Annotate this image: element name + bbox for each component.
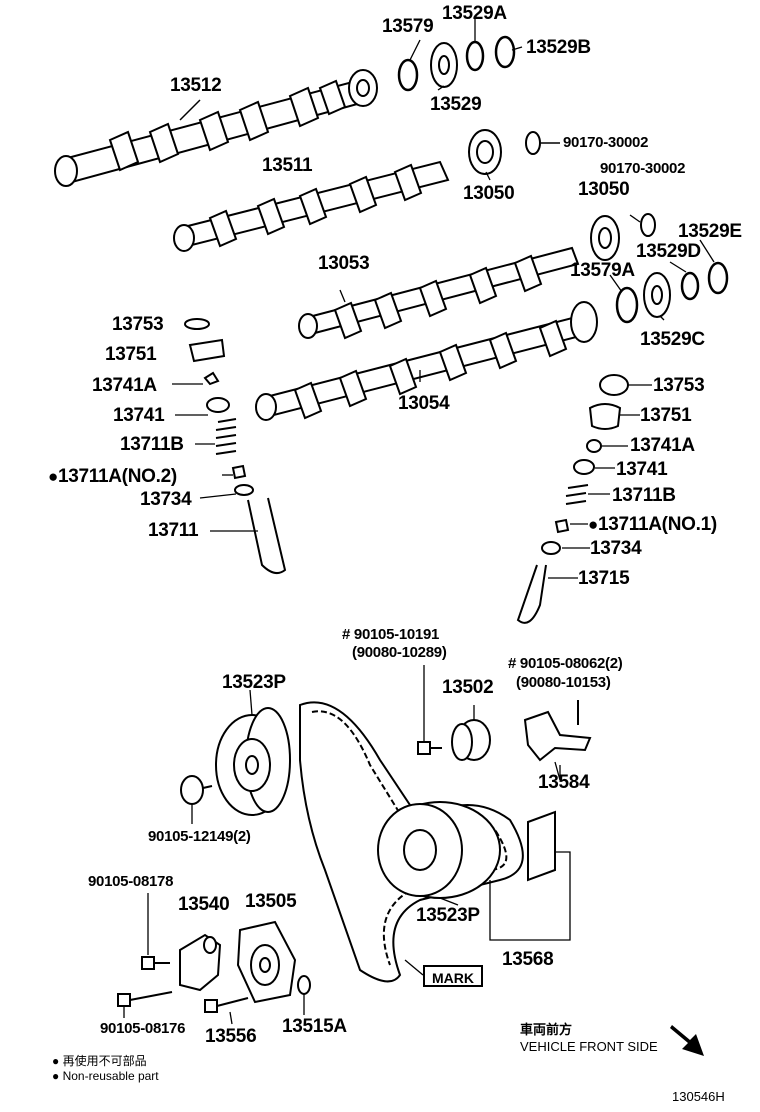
gear-13050-upper bbox=[468, 129, 502, 175]
snap-ring-13529B bbox=[494, 35, 516, 69]
label-90105-08178: 90105-08178 bbox=[88, 873, 174, 890]
figure-id: 130546H bbox=[672, 1089, 725, 1104]
pulley-13523P-lower bbox=[377, 801, 501, 899]
leader-lines-misc bbox=[249, 18, 715, 906]
label-13741A-left: 13741A bbox=[92, 375, 157, 396]
bracket-13540 bbox=[179, 933, 222, 992]
label-13734-right: 13734 bbox=[590, 538, 642, 559]
label-13529C: 13529C bbox=[640, 329, 705, 350]
bolt-90105-12149 bbox=[180, 775, 213, 824]
ring-13529D bbox=[680, 271, 700, 301]
camshaft-13053 bbox=[298, 246, 580, 340]
label-13053: 13053 bbox=[318, 253, 370, 274]
label-13751-right: 13751 bbox=[640, 405, 692, 426]
label-13054: 13054 bbox=[398, 393, 450, 414]
label-13734-left: 13734 bbox=[140, 489, 192, 510]
label-13753-left: 13753 bbox=[112, 314, 164, 335]
label-13529: 13529 bbox=[430, 94, 482, 115]
valve-stack-left bbox=[184, 318, 287, 575]
label-90170-30002-a: 90170-30002 bbox=[563, 134, 649, 151]
label-13050-b: 13050 bbox=[578, 179, 630, 200]
label-13751-left: 13751 bbox=[105, 344, 157, 365]
label-13711B-left: 13711B bbox=[120, 434, 184, 455]
bearing-90170-right bbox=[640, 213, 656, 237]
label-13511: 13511 bbox=[262, 155, 313, 176]
valve-stack-right bbox=[516, 374, 629, 624]
label-13715: 13715 bbox=[578, 568, 630, 589]
label-90105-10191: # 90105-10191 bbox=[342, 626, 440, 643]
label-90105-12149: 90105-12149(2) bbox=[148, 828, 251, 845]
label-13579: 13579 bbox=[382, 16, 434, 37]
ring-13529A bbox=[465, 40, 485, 72]
bolt-13556 bbox=[204, 997, 249, 1025]
label-13741A-right: 13741A bbox=[630, 435, 695, 456]
label-90105-08176: 90105-08176 bbox=[100, 1020, 186, 1037]
label-13529B: 13529B bbox=[526, 37, 591, 58]
gear-13529 bbox=[430, 42, 458, 88]
gear-13529C bbox=[643, 272, 671, 318]
direction-jp: 車両前方 bbox=[520, 1022, 573, 1037]
timing-belt bbox=[299, 701, 524, 983]
label-13505: 13505 bbox=[245, 891, 297, 912]
bolt-90105-08178 bbox=[141, 893, 170, 970]
gear-13050-right bbox=[590, 215, 620, 261]
bearing-90170-upper bbox=[525, 131, 541, 155]
snap-ring-13529E bbox=[707, 261, 729, 295]
ring-13579A bbox=[615, 286, 639, 324]
label-13711: 13711 bbox=[148, 520, 199, 541]
legend-en: ● Non-reusable part bbox=[52, 1069, 159, 1083]
label-13502: 13502 bbox=[442, 677, 494, 698]
belt-guide-13568 bbox=[527, 810, 556, 882]
camshaft-13054 bbox=[255, 301, 598, 421]
label-90080-10289: (90080-10289) bbox=[352, 644, 447, 661]
label-13711A-no1: ●13711A(NO.1) bbox=[588, 514, 717, 535]
label-90080-10153: (90080-10153) bbox=[516, 674, 611, 691]
label-13540: 13540 bbox=[178, 894, 230, 915]
label-13556: 13556 bbox=[205, 1026, 257, 1047]
label-13579A: 13579A bbox=[570, 260, 635, 281]
mark-callout: MARK bbox=[423, 965, 483, 987]
tensioner-13505 bbox=[236, 920, 297, 1004]
label-13523P-lower: 13523P bbox=[416, 905, 480, 926]
label-13529A: 13529A bbox=[442, 3, 507, 24]
label-13050-a: 13050 bbox=[463, 183, 515, 204]
bolt-90105-10191 bbox=[417, 665, 442, 755]
washer-13515A bbox=[297, 975, 311, 1015]
ring-13579 bbox=[397, 58, 419, 92]
leader-13568 bbox=[489, 851, 571, 941]
label-13515A: 13515A bbox=[282, 1016, 347, 1037]
camshaft-13512 bbox=[54, 69, 378, 187]
idler-13502 bbox=[451, 719, 491, 761]
bolt-90105-08176 bbox=[117, 991, 173, 1018]
label-13741-left: 13741 bbox=[113, 405, 165, 426]
label-13512: 13512 bbox=[170, 75, 222, 96]
label-13741-right: 13741 bbox=[616, 459, 668, 480]
label-13529D: 13529D bbox=[636, 241, 701, 262]
label-13529E: 13529E bbox=[678, 221, 742, 242]
vehicle-front-arrow-icon bbox=[670, 1025, 704, 1056]
label-13568: 13568 bbox=[502, 949, 554, 970]
label-13523P-upper: 13523P bbox=[222, 672, 286, 693]
bracket-13584 bbox=[523, 700, 592, 781]
label-13711A-no2: ●13711A(NO.2) bbox=[48, 466, 177, 487]
leader-lines-right bbox=[548, 384, 652, 579]
pulley-13523P-upper bbox=[215, 707, 291, 816]
label-13753-right: 13753 bbox=[653, 375, 705, 396]
camshaft-13511 bbox=[173, 160, 450, 252]
legend-jp: ● 再使用不可部品 bbox=[52, 1054, 147, 1068]
label-13711B-right: 13711B bbox=[612, 485, 676, 506]
label-13584: 13584 bbox=[538, 772, 590, 793]
label-90170-30002-b: 90170-30002 bbox=[600, 160, 686, 177]
label-90105-08062: # 90105-08062(2) bbox=[508, 655, 623, 672]
direction-en: VEHICLE FRONT SIDE bbox=[520, 1039, 658, 1054]
leader-lines-left bbox=[172, 383, 258, 532]
mark-label: MARK bbox=[432, 970, 474, 986]
